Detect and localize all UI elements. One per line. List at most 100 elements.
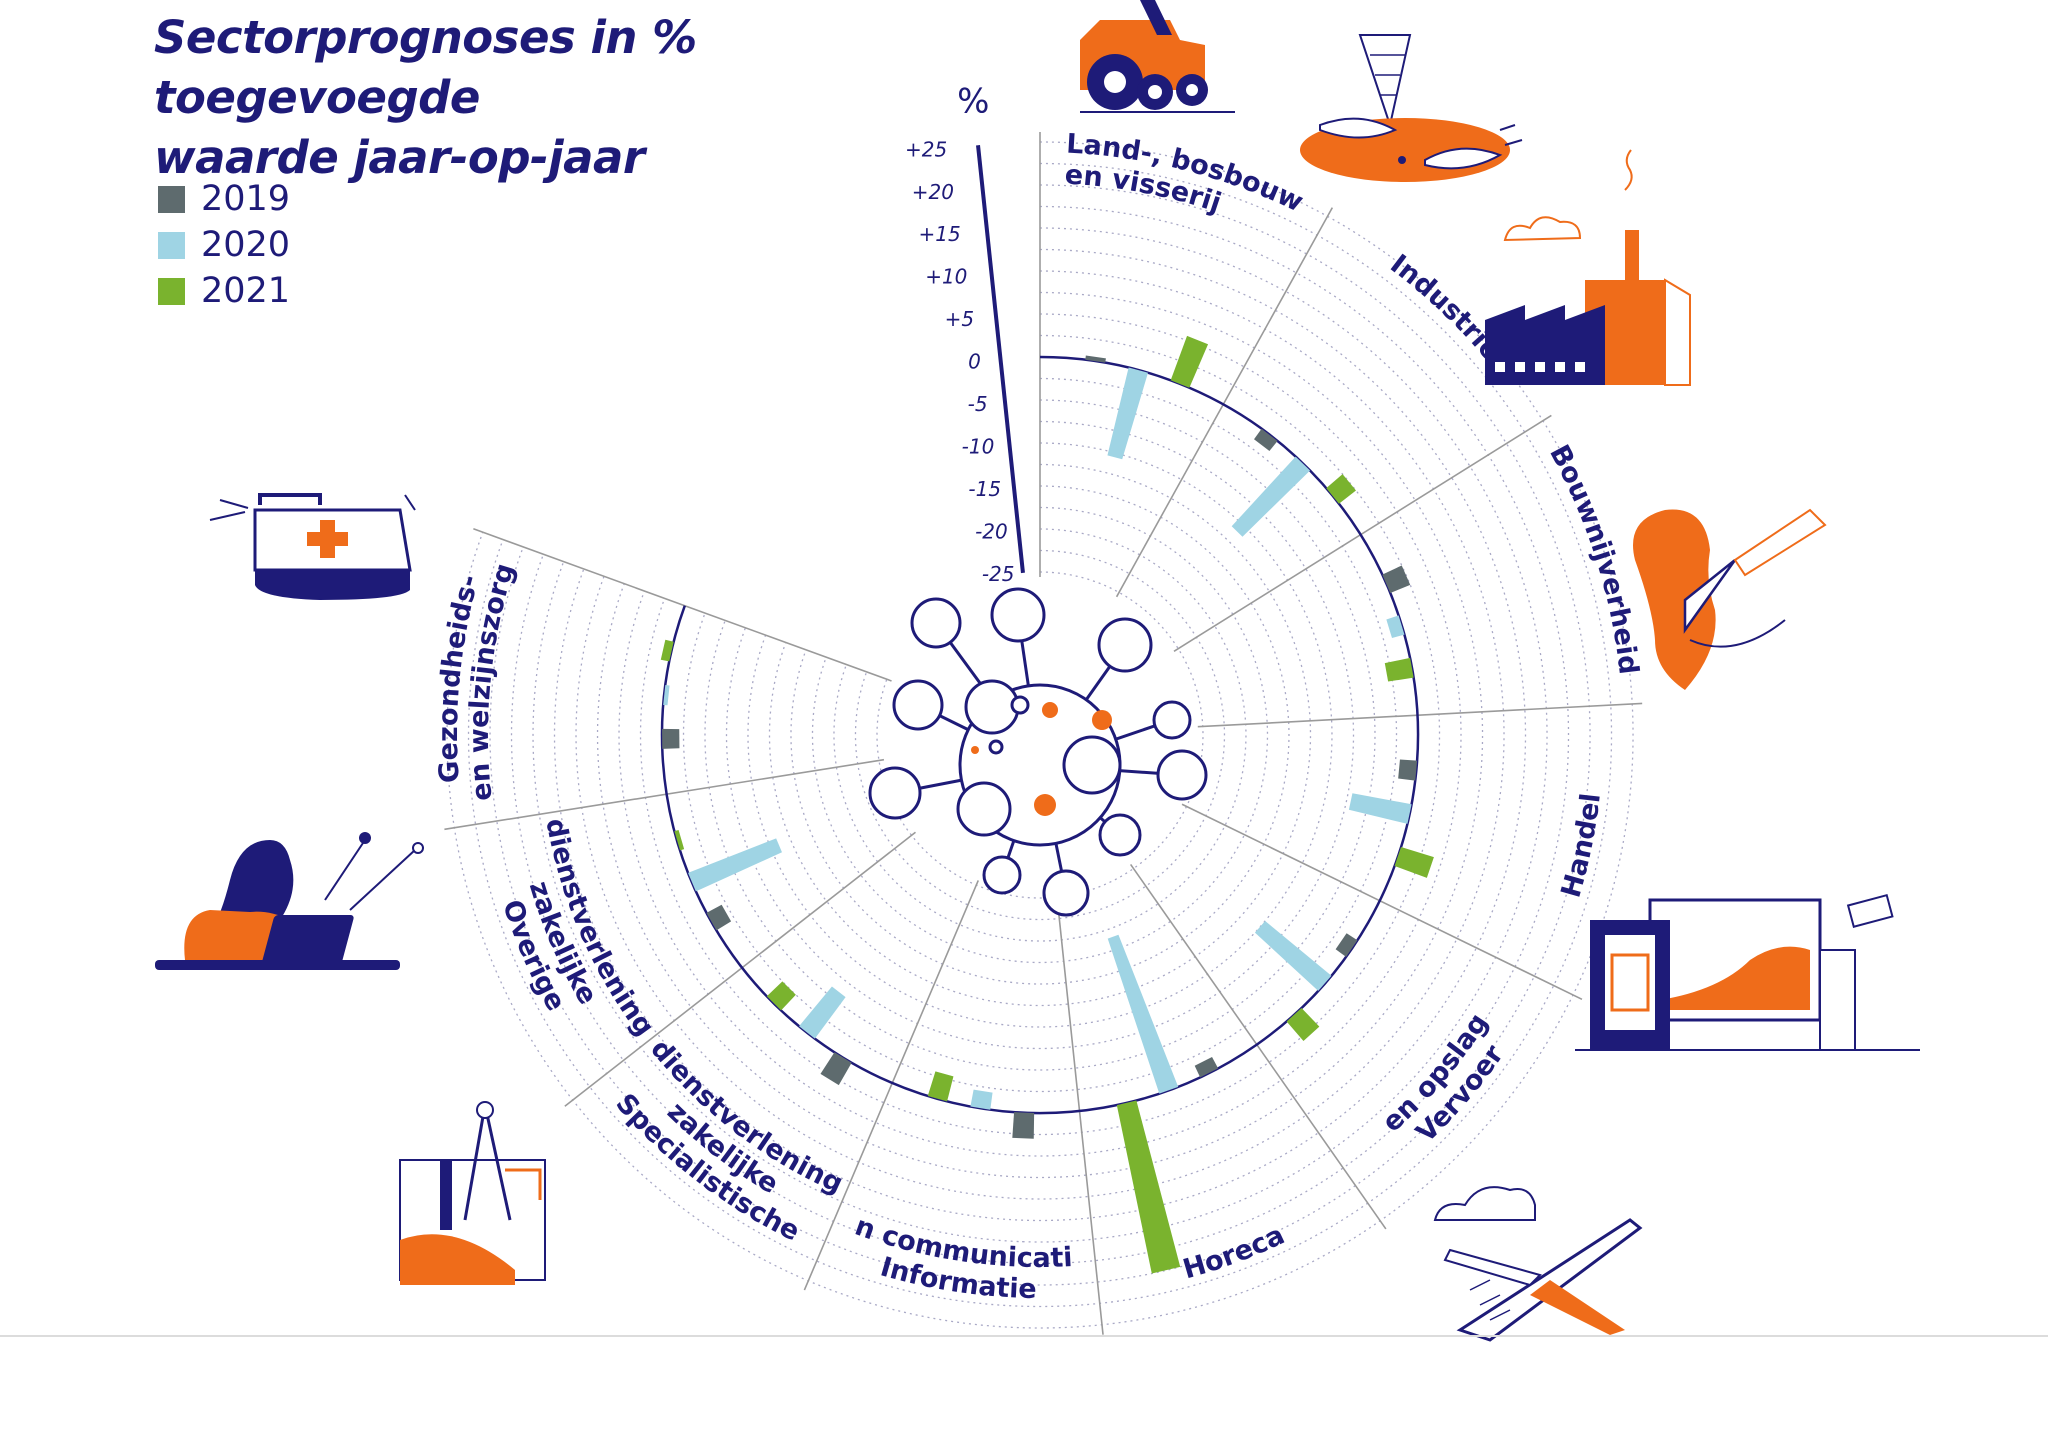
bar-2021 xyxy=(1116,1100,1181,1274)
legend: 2019 2020 2021 xyxy=(158,176,290,314)
bar-2020 xyxy=(663,684,670,706)
bar-2019 xyxy=(1254,428,1278,451)
bar-2020 xyxy=(1386,615,1405,639)
bar-2019 xyxy=(706,904,732,931)
bar-2021 xyxy=(766,981,796,1011)
airplane-icon xyxy=(1433,1186,1643,1342)
value-axis: +25 +20 +15 +10 +5 0 -5 -10 -15 -20 -25% xyxy=(905,81,1025,586)
factory-icon xyxy=(1485,149,1691,386)
sector-divider xyxy=(1055,892,1104,1335)
sector-divider xyxy=(1173,414,1552,652)
axis-unit-label: % xyxy=(957,81,989,121)
grid-ring xyxy=(596,291,1484,1179)
axis-tick-label: -20 xyxy=(975,520,1008,544)
sector-divider xyxy=(444,758,885,831)
legend-item-2019: 2019 xyxy=(158,176,290,222)
legend-swatch-2019 xyxy=(158,185,185,213)
axis-tick-label: +15 xyxy=(918,222,960,246)
grid-ring xyxy=(532,227,1548,1243)
bar-2020 xyxy=(688,838,782,892)
tractor-icon xyxy=(1080,0,1235,113)
bar-2021 xyxy=(1170,335,1209,388)
grid-ring xyxy=(639,334,1441,1136)
grid-ring xyxy=(811,506,1269,964)
axis-tick-label: +20 xyxy=(912,180,954,204)
trowel-icon xyxy=(1633,508,1827,690)
title-line-2: waarde jaar-op-jaar xyxy=(154,131,645,184)
legend-swatch-2021 xyxy=(158,277,185,305)
bar-2021 xyxy=(674,830,685,851)
legend-item-2021: 2021 xyxy=(158,268,290,314)
chart-title: Sectorprognoses in % toegevoegde waarde … xyxy=(154,8,954,188)
sector-divider xyxy=(1129,863,1387,1230)
sector-divider xyxy=(803,880,980,1291)
axis-tick-label: -15 xyxy=(968,477,1001,501)
sector-label-line: Horeca xyxy=(1180,1220,1290,1286)
coronavirus-icon xyxy=(868,587,1208,917)
bar-2020 xyxy=(1107,367,1149,460)
axis-tick-label: -25 xyxy=(982,562,1015,586)
sector-divider xyxy=(473,528,892,682)
sector-label: Horeca xyxy=(1180,1220,1290,1286)
sector-label-line: Handel xyxy=(1556,792,1607,901)
bar-2020 xyxy=(1107,934,1179,1094)
bar-2021 xyxy=(1286,1007,1320,1042)
computer-devices-icon xyxy=(1575,893,1920,1051)
sector-divider xyxy=(564,831,916,1107)
title-line-1: Sectorprognoses in % toegevoegde xyxy=(154,11,697,124)
axis-tick-label: +25 xyxy=(905,137,947,161)
bar-2021 xyxy=(927,1071,954,1102)
legend-item-2020: 2020 xyxy=(158,222,290,268)
bar-2019 xyxy=(1335,933,1358,957)
bar-2020 xyxy=(970,1089,993,1110)
sector-divider xyxy=(1181,803,1583,1001)
bar-2019 xyxy=(1085,355,1106,363)
grid-ring xyxy=(510,205,1570,1265)
bar-2020 xyxy=(799,986,846,1039)
sector-label-line: Bouwnijverheid xyxy=(1543,440,1644,676)
grid-ring xyxy=(575,270,1505,1200)
axis-tick-label: +10 xyxy=(925,265,967,289)
grid-ring xyxy=(833,528,1247,942)
value-axis-line xyxy=(976,145,1025,574)
grid-ring xyxy=(489,184,1591,1286)
woman-laptop-icon xyxy=(155,832,424,970)
sector-divider xyxy=(1197,702,1643,728)
fishing-net-icon xyxy=(1300,34,1523,182)
bar-2020 xyxy=(1231,456,1311,537)
bar-2019 xyxy=(820,1052,852,1086)
grid-ring xyxy=(618,313,1462,1157)
first-aid-kit-icon xyxy=(209,493,416,600)
zero-ring xyxy=(660,355,1420,1115)
bar-2021 xyxy=(660,639,674,662)
bar-2020 xyxy=(1254,920,1332,991)
legend-label-2021: 2021 xyxy=(201,271,291,311)
bar-2019 xyxy=(1382,565,1411,593)
bar-2021 xyxy=(1394,846,1434,878)
bar-2019 xyxy=(1398,759,1418,781)
bar-2019 xyxy=(1012,1112,1035,1139)
axis-tick-label: -10 xyxy=(962,435,995,459)
chart-bars xyxy=(660,335,1434,1274)
bar-2019 xyxy=(1194,1057,1219,1078)
drafting-compass-icon xyxy=(399,1101,546,1285)
zero-ring-arc xyxy=(660,355,1420,1115)
axis-tick-label: +5 xyxy=(945,307,974,331)
axis-tick-label: 0 xyxy=(968,350,981,374)
sector-label: Bouwnijverheid xyxy=(1543,440,1644,676)
legend-label-2020: 2020 xyxy=(201,225,291,265)
legend-label-2019: 2019 xyxy=(201,179,291,219)
sector-dividers xyxy=(444,132,1643,1335)
bar-2021 xyxy=(1326,474,1356,504)
sector-divider xyxy=(1115,207,1334,598)
bar-2021 xyxy=(1384,657,1414,682)
bottom-rule xyxy=(0,1335,2048,1337)
legend-swatch-2020 xyxy=(158,231,185,259)
grid-ring xyxy=(553,248,1527,1222)
bar-2020 xyxy=(1348,793,1412,824)
sector-label: Handel xyxy=(1556,792,1607,901)
axis-tick-label: -5 xyxy=(968,392,988,416)
bar-2019 xyxy=(662,728,680,749)
